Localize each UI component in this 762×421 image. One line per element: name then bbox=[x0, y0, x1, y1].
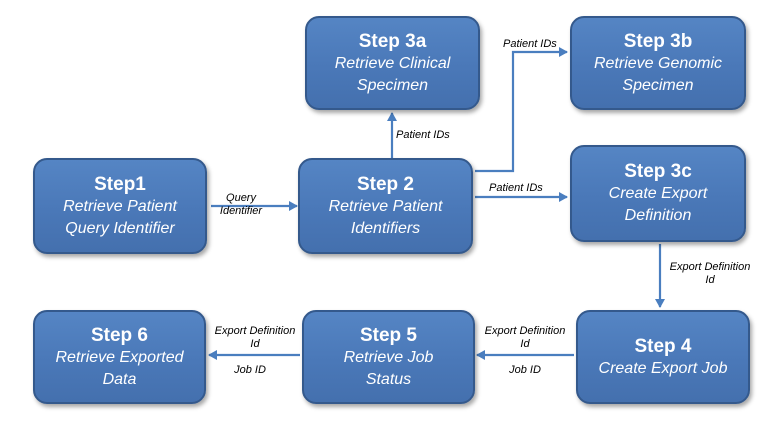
node-step3b-title: Step 3b bbox=[623, 30, 693, 52]
edge-label-export-definition-id-45: Export Definition Id bbox=[484, 325, 566, 350]
node-step3c-title: Step 3c bbox=[624, 161, 692, 182]
edge-label-patient-ids-3c: Patient IDs bbox=[489, 182, 543, 194]
node-step5: Step 5 Retrieve Job Status bbox=[302, 310, 475, 404]
node-step6: Step 6 Retrieve Exported Data bbox=[33, 310, 206, 404]
edge-label-export-definition-id-56: Export Definition Id bbox=[214, 325, 296, 350]
node-step1-title: Step1 bbox=[94, 173, 146, 195]
node-step4: Step 4 Create Export Job bbox=[576, 310, 750, 404]
node-step5-title: Step 5 bbox=[359, 324, 418, 346]
node-step6-title: Step 6 bbox=[90, 324, 149, 346]
edge-label-job-id-56: Job ID bbox=[234, 364, 266, 376]
node-step3c-desc: Create Export Definition bbox=[608, 185, 708, 224]
node-step2-desc: Retrieve Patient Identifiers bbox=[328, 197, 443, 237]
edge-label-patient-ids-3a: Patient IDs bbox=[396, 129, 450, 141]
edge-label-export-definition-id-3c4: Export Definition Id bbox=[669, 261, 751, 286]
node-step4-title: Step 4 bbox=[634, 335, 692, 357]
node-step2: Step 2 Retrieve Patient Identifiers bbox=[298, 158, 473, 254]
node-step3c: Step 3c Create Export Definition bbox=[570, 145, 746, 242]
node-step1-desc: Retrieve Patient Query Identifier bbox=[63, 197, 177, 237]
node-step3b-desc: Retrieve Genomic Specimen bbox=[593, 54, 723, 94]
edge-label-patient-ids-3b: Patient IDs bbox=[503, 38, 557, 50]
edge-label-job-id-45: Job ID bbox=[509, 364, 541, 376]
node-step1: Step1 Retrieve Patient Query Identifier bbox=[33, 158, 207, 254]
node-step4-desc: Create Export Job bbox=[598, 359, 728, 377]
node-step3b: Step 3b Retrieve Genomic Specimen bbox=[570, 16, 746, 110]
arrow-step2-step3b bbox=[475, 47, 568, 173]
node-step2-title: Step 2 bbox=[356, 173, 415, 195]
node-step5-desc: Retrieve Job Status bbox=[343, 348, 434, 388]
node-step6-desc: Retrieve Exported Data bbox=[55, 348, 184, 388]
node-step3a: Step 3a Retrieve Clinical Specimen bbox=[305, 16, 480, 110]
node-step3a-desc: Retrieve Clinical Specimen bbox=[334, 54, 451, 94]
node-step3a-title: Step 3a bbox=[358, 30, 427, 52]
edge-label-query-identifier: Query Identifier bbox=[219, 192, 263, 217]
